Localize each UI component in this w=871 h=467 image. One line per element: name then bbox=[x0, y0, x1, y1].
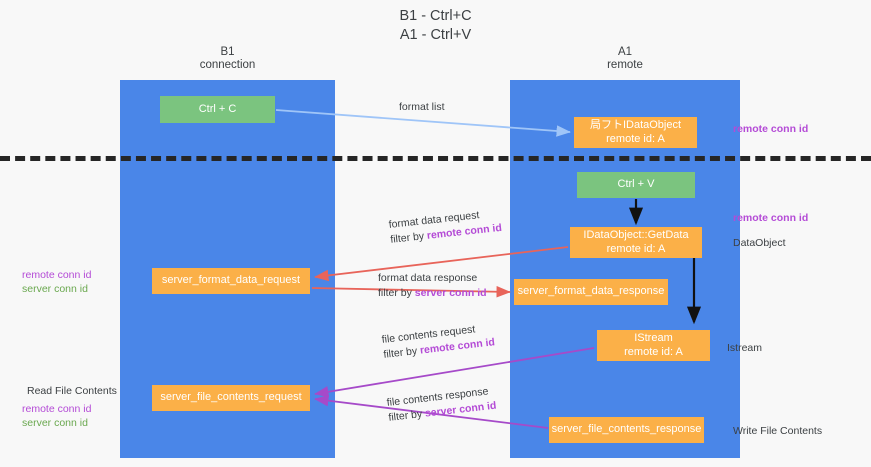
annotation-istream: Istream bbox=[727, 342, 763, 354]
box-server-format-data-request-label: server_format_data_request bbox=[161, 274, 301, 287]
column-header-a1-role: remote bbox=[607, 59, 643, 71]
box-server-format-data-response[interactable]: server_format_data_response bbox=[514, 279, 668, 305]
diagram-title: B1 - Ctrl+C A1 - Ctrl+V bbox=[0, 7, 871, 45]
title-line-1: B1 - Ctrl+C bbox=[399, 8, 472, 24]
column-header-b1-role: connection bbox=[199, 59, 256, 71]
annotation-remote-conn-id-top: remote conn id bbox=[733, 123, 809, 135]
box-ctrl-v[interactable]: Ctrl + V bbox=[577, 172, 695, 198]
box-server-file-contents-response-label: server_file_contents_response bbox=[551, 423, 702, 436]
box-server-format-data-response-label: server_format_data_response bbox=[517, 285, 665, 298]
flow-label-format-data-response: format data response filter by server co… bbox=[378, 271, 487, 301]
box-idataobject-getdata[interactable]: IDataObject::GetData remote id: A bbox=[570, 227, 702, 258]
legend-conn-ids-bottom: remote conn id server conn id bbox=[22, 402, 91, 430]
box-server-file-contents-request-label: server_file_contents_request bbox=[160, 391, 302, 404]
box-istream-line2: remote id: A bbox=[624, 345, 683, 358]
box-server-file-contents-request[interactable]: server_file_contents_request bbox=[152, 385, 310, 411]
box-server-file-contents-response[interactable]: server_file_contents_response bbox=[549, 417, 704, 443]
box-idataobject[interactable]: 局フトIDataObject remote id: A bbox=[574, 117, 697, 148]
box-getdata-line1: IDataObject::GetData bbox=[583, 229, 689, 241]
box-idataobject-line1: 局フトIDataObject bbox=[589, 119, 682, 131]
legend-server-conn-id: server conn id bbox=[22, 283, 88, 295]
annotation-dataobject: DataObject bbox=[733, 237, 786, 249]
filter-prefix: filter by bbox=[387, 407, 426, 424]
column-header-b1-name: B1 bbox=[220, 46, 235, 58]
box-istream-line1: IStream bbox=[634, 332, 673, 344]
flow-label-format-data-response-filter: filter by server conn id bbox=[378, 286, 487, 301]
filter-prefix: filter by bbox=[382, 344, 421, 361]
annotation-write-file-contents: Write File Contents bbox=[733, 425, 823, 437]
box-ctrl-c[interactable]: Ctrl + C bbox=[160, 96, 275, 123]
legend-conn-ids-top: remote conn id server conn id bbox=[22, 268, 91, 296]
title-line-2: A1 - Ctrl+V bbox=[399, 27, 472, 43]
flow-label-format-list-text: format list bbox=[399, 101, 445, 113]
filter-prefix: filter by bbox=[389, 229, 428, 246]
box-server-format-data-request[interactable]: server_format_data_request bbox=[152, 268, 310, 294]
box-ctrl-c-label: Ctrl + C bbox=[198, 102, 237, 115]
box-istream[interactable]: IStream remote id: A bbox=[597, 330, 710, 361]
filter-key-server-conn-id: server conn id bbox=[414, 287, 487, 299]
flow-label-format-data-response-text: format data response bbox=[378, 272, 478, 284]
flow-label-format-data-request: format data request filter by remote con… bbox=[388, 206, 503, 248]
legend-server-conn-id-2: server conn id bbox=[22, 417, 88, 429]
column-header-a1-name: A1 bbox=[617, 46, 633, 58]
filter-prefix: filter by bbox=[378, 287, 415, 299]
column-header-a1: A1 remote bbox=[510, 46, 740, 72]
flow-label-file-contents-request: file contents request filter by remote c… bbox=[381, 320, 496, 362]
annotation-remote-conn-id-mid: remote conn id bbox=[733, 212, 809, 224]
legend-remote-conn-id: remote conn id bbox=[22, 269, 92, 281]
box-ctrl-v-label: Ctrl + V bbox=[617, 178, 655, 191]
annotation-read-file-contents: Read File Contents bbox=[27, 385, 117, 397]
column-header-b1: B1 connection bbox=[120, 46, 335, 72]
phase-divider bbox=[0, 156, 871, 161]
flow-label-file-contents-response: file contents response filter by server … bbox=[386, 384, 497, 426]
legend-remote-conn-id-2: remote conn id bbox=[22, 403, 92, 415]
box-idataobject-line2: remote id: A bbox=[606, 132, 665, 145]
box-getdata-line2: remote id: A bbox=[606, 242, 666, 255]
flow-label-format-list: format list bbox=[399, 100, 445, 115]
